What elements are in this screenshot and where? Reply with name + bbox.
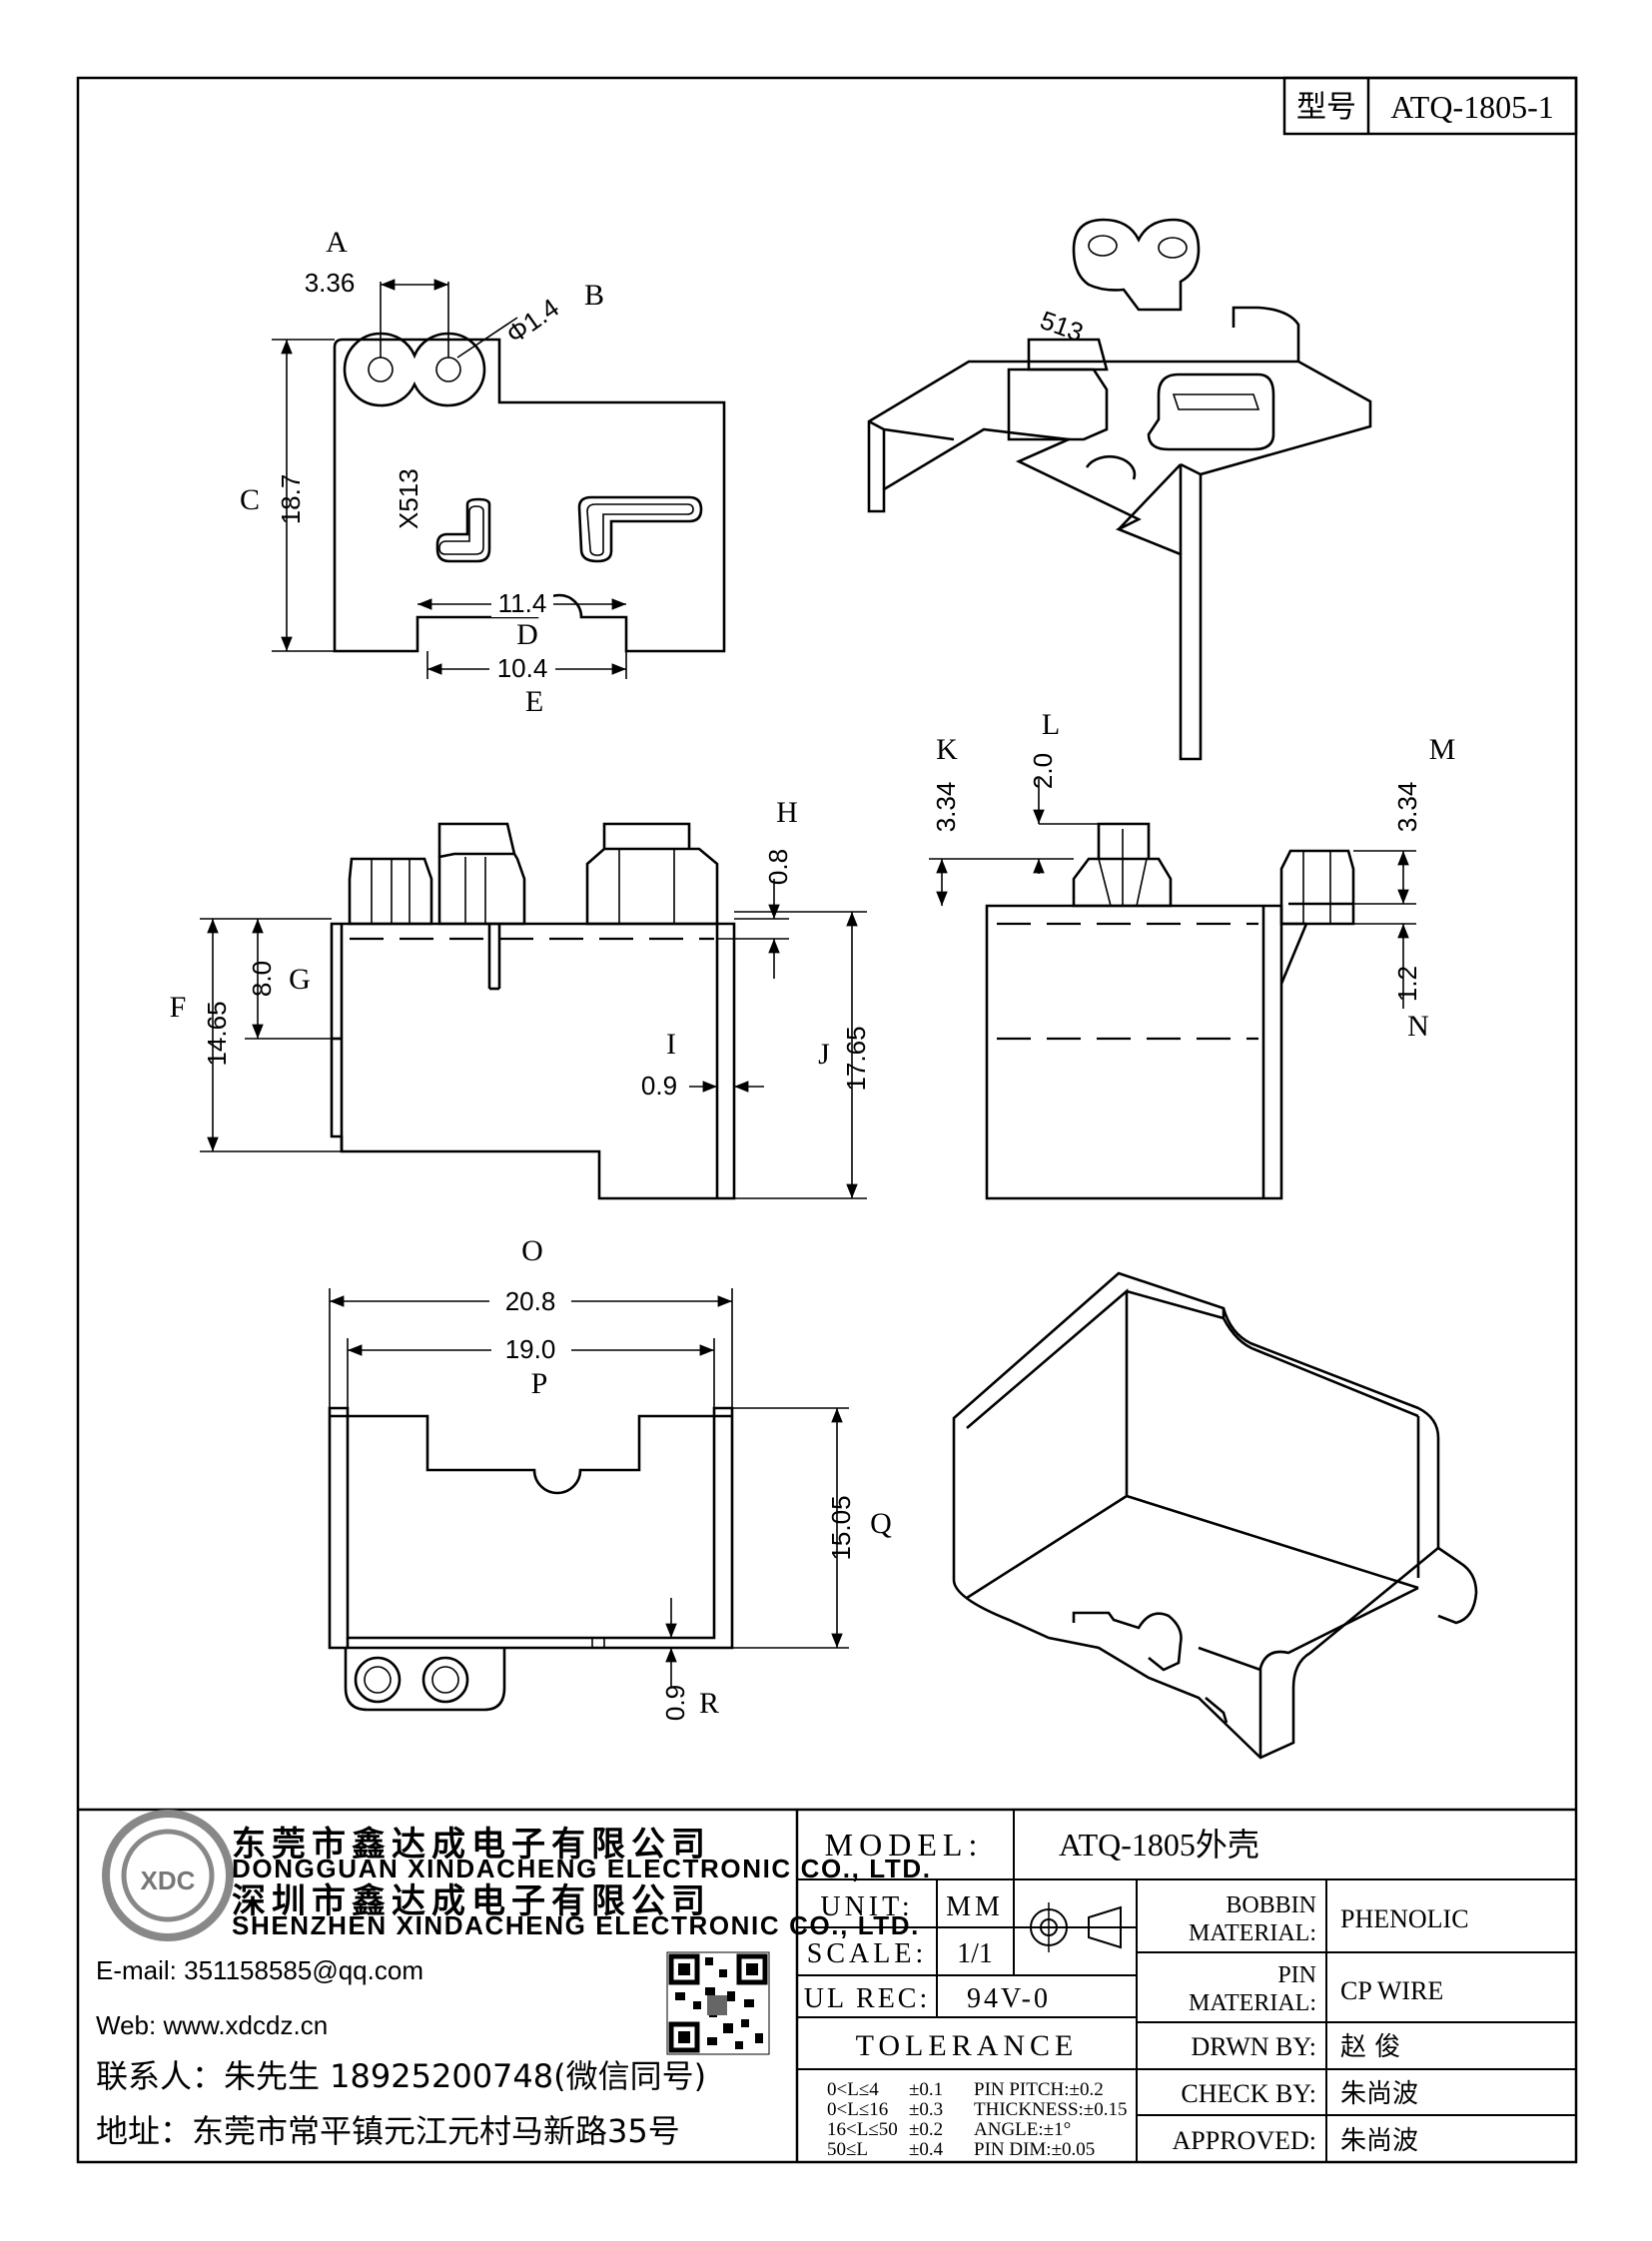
label-p: P	[531, 1367, 548, 1400]
label-m: M	[1429, 733, 1456, 766]
dim-c-value: 18.7	[276, 474, 306, 525]
ul-value: 94V-0	[967, 1983, 1051, 2014]
drwn-label: DRWN BY:	[1192, 2032, 1316, 2061]
model-label: MODEL:	[825, 1827, 984, 1863]
iso-view-top: 513	[867, 218, 1372, 761]
label-i: I	[666, 1028, 676, 1061]
tol-range-2: 16<L≤50	[827, 2119, 898, 2140]
type-label: 型号	[1296, 90, 1356, 125]
part-number-box: 型号 ATQ-1805-1	[1282, 76, 1578, 136]
dim-a-value: 3.36	[305, 268, 356, 298]
scale-value: 1/1	[957, 1938, 993, 1969]
dim-r-value: 0.9	[660, 1685, 690, 1721]
dim-j-value: 17.65	[841, 1026, 871, 1091]
company-name-sz-en: SHENZHEN XINDACHENG ELECTRONIC CO., LTD.	[232, 1910, 920, 1940]
pin-label-2: MATERIAL:	[1189, 1990, 1316, 2016]
label-h: H	[776, 796, 798, 829]
tol-val-2: ±0.2	[909, 2119, 943, 2140]
dim-e-value: 10.4	[497, 653, 548, 683]
title-block: MODEL: ATQ-1805外壳 UNIT: MM SCALE: 1/1 UL…	[78, 1808, 1576, 2162]
qr-code	[666, 1951, 770, 2055]
bobbin-label-2: MATERIAL:	[1189, 1920, 1316, 1946]
label-a: A	[326, 226, 348, 259]
check-label: CHECK BY:	[1181, 2079, 1316, 2108]
top-view-mark: X513	[394, 468, 423, 529]
label-q: Q	[870, 1507, 892, 1540]
projection-symbol-icon	[1024, 1902, 1122, 1952]
model-value: ATQ-1805外壳	[1059, 1827, 1259, 1863]
label-j: J	[818, 1038, 830, 1071]
tol-extra-3: PIN DIM:±0.05	[974, 2139, 1095, 2160]
label-n: N	[1407, 1010, 1429, 1043]
bobbin-label-1: BOBBIN	[1226, 1892, 1316, 1918]
dim-g-value: 8.0	[247, 961, 277, 997]
dim-i-value: 0.9	[641, 1071, 677, 1101]
approved-label: APPROVED:	[1173, 2126, 1316, 2155]
label-b: B	[584, 279, 604, 312]
iso-view-bottom	[952, 1271, 1478, 1760]
company-name-dg-en: DONGGUAN XINDACHENG ELECTRONIC CO., LTD.	[232, 1854, 932, 1883]
ul-label: UL REC:	[804, 1983, 931, 2014]
label-e: E	[525, 685, 543, 718]
bobbin-value: PHENOLIC	[1340, 1904, 1469, 1933]
tolerance-label: TOLERANCE	[856, 2029, 1079, 2062]
dim-l-value: 2.0	[1028, 753, 1058, 789]
company-address: 地址：东莞市常平镇元江元村马新路35号	[96, 2112, 680, 2150]
approved-value: 朱尚波	[1340, 2126, 1418, 2156]
company-email: E-mail: 351158585@qq.com	[96, 1955, 423, 1985]
iso-mark: 513	[1037, 305, 1088, 348]
dim-m-value: 3.34	[1392, 782, 1422, 833]
bottom-view: 20.8 O 19.0 P 15.05 Q 0.9 R	[328, 1234, 892, 1721]
part-number: ATQ-1805-1	[1390, 89, 1554, 125]
label-c: C	[240, 483, 260, 516]
company-name-sz: 深圳市鑫达成电子有限公司	[232, 1881, 711, 1921]
dim-n-value: 1.2	[1392, 966, 1422, 1002]
label-r: R	[699, 1687, 719, 1720]
dim-q-value: 15.05	[826, 1495, 856, 1560]
top-view: X513 3.36 A Φ1.4 B 18.7 C 11.4 D 10.4 E	[240, 226, 726, 718]
tol-extra-2: ANGLE:±1°	[974, 2119, 1071, 2140]
pin-value: CP WIRE	[1340, 1976, 1443, 2005]
dim-b-value: Φ1.4	[500, 293, 564, 350]
logo-text: XDC	[141, 1866, 196, 1895]
label-l: L	[1042, 708, 1060, 741]
label-f: F	[170, 991, 187, 1024]
dim-p-value: 19.0	[505, 1334, 556, 1364]
dim-o-value: 20.8	[505, 1286, 556, 1316]
sheet-border	[76, 76, 1578, 2164]
tol-val-1: ±0.3	[909, 2099, 943, 2120]
company-web: Web: www.xdcdz.cn	[96, 2010, 328, 2040]
company-name-dg: 东莞市鑫达成电子有限公司	[232, 1825, 711, 1865]
label-d: D	[516, 618, 538, 651]
tol-range-0: 0<L≤4	[827, 2079, 879, 2100]
label-g: G	[289, 963, 311, 996]
dim-h-value: 0.8	[763, 849, 793, 885]
check-value: 朱尚波	[1340, 2079, 1418, 2109]
tol-val-0: ±0.1	[909, 2079, 943, 2100]
dim-f-value: 14.65	[202, 1001, 232, 1066]
unit-label: UNIT:	[820, 1891, 913, 1922]
front-view: 14.65 F 8.0 G 0.8 H 0.9 I 17.65 J	[170, 796, 871, 1200]
dim-k-value: 3.34	[931, 782, 961, 833]
tol-extra-1: THICKNESS:±0.15	[974, 2099, 1127, 2120]
company-logo: XDC	[102, 1810, 234, 1941]
pin-label-1: PIN	[1277, 1962, 1316, 1988]
unit-value: MM	[946, 1891, 1004, 1922]
side-view: 3.34 K 2.0 L 3.34 M 1.2 N	[929, 708, 1456, 1200]
drwn-value: 赵 俊	[1340, 2032, 1400, 2062]
label-o: O	[521, 1234, 543, 1267]
dim-d-value: 11.4	[498, 588, 547, 618]
tol-range-1: 0<L≤16	[827, 2099, 888, 2120]
tol-range-3: 50≤L	[827, 2139, 868, 2160]
tol-extra-0: PIN PITCH:±0.2	[974, 2079, 1104, 2100]
company-contact: 联系人：朱先生 18925200748(微信同号)	[96, 2057, 706, 2095]
scale-label: SCALE:	[807, 1938, 927, 1969]
tol-val-3: ±0.4	[909, 2139, 944, 2160]
label-k: K	[936, 733, 958, 766]
